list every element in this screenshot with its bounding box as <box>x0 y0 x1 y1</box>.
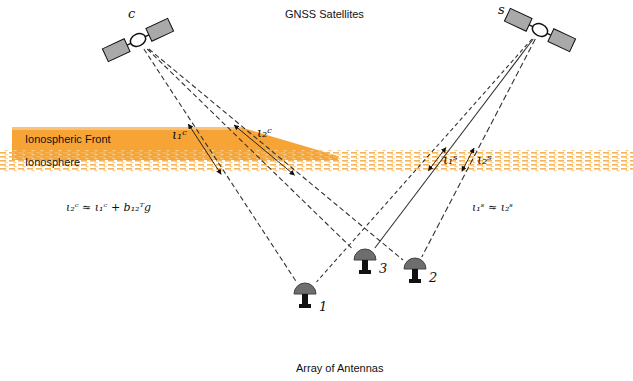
delay-label: ι₂ˢ <box>477 153 492 167</box>
satellite-symbol <box>100 18 176 62</box>
satellite-label: c <box>128 7 135 21</box>
delay-label: ι₁ˢ <box>443 153 458 167</box>
signal-ray <box>317 39 532 282</box>
ionosphere-band-fill <box>0 150 633 172</box>
satellite-label: s <box>498 3 505 17</box>
delay-arrow <box>188 124 221 174</box>
antenna: 1 <box>293 282 317 308</box>
antenna-symbol <box>403 257 427 283</box>
antenna: 2 <box>403 257 427 283</box>
satellite-symbol <box>502 8 578 52</box>
delay-arrow <box>462 148 474 171</box>
front-top-edge <box>12 127 242 130</box>
antenna-symbol <box>293 282 317 308</box>
satellite: s <box>528 21 552 39</box>
antenna-number: 3 <box>379 262 387 276</box>
signal-ray <box>149 49 403 260</box>
equation-label: ι₁ˢ ≈ ι₂ˢ <box>472 202 513 214</box>
band-label: Ionospheric Front <box>25 133 111 145</box>
signal-ray <box>147 49 353 249</box>
equation-label: ι₂ᶜ ≈ ι₁ᶜ + b₁₂ᵀg <box>66 202 151 214</box>
array-label: Array of Antennas <box>296 362 383 374</box>
title-label: GNSS Satellites <box>285 8 364 20</box>
antenna-number: 1 <box>319 300 327 314</box>
antenna-number: 2 <box>429 271 437 285</box>
satellite: c <box>126 31 150 49</box>
delay-label: ι₁ᶜ <box>172 128 187 142</box>
signal-ray <box>375 39 533 248</box>
antenna-symbol <box>353 248 377 274</box>
ionosphere-band: Ionosphere <box>0 150 633 172</box>
delay-label: ι₂ᶜ <box>257 126 272 140</box>
band-label: Ionosphere <box>25 156 80 168</box>
delay-arrow <box>234 125 294 175</box>
antenna: 3 <box>353 248 377 274</box>
signal-ray <box>422 39 536 257</box>
signal-ray <box>144 49 297 282</box>
